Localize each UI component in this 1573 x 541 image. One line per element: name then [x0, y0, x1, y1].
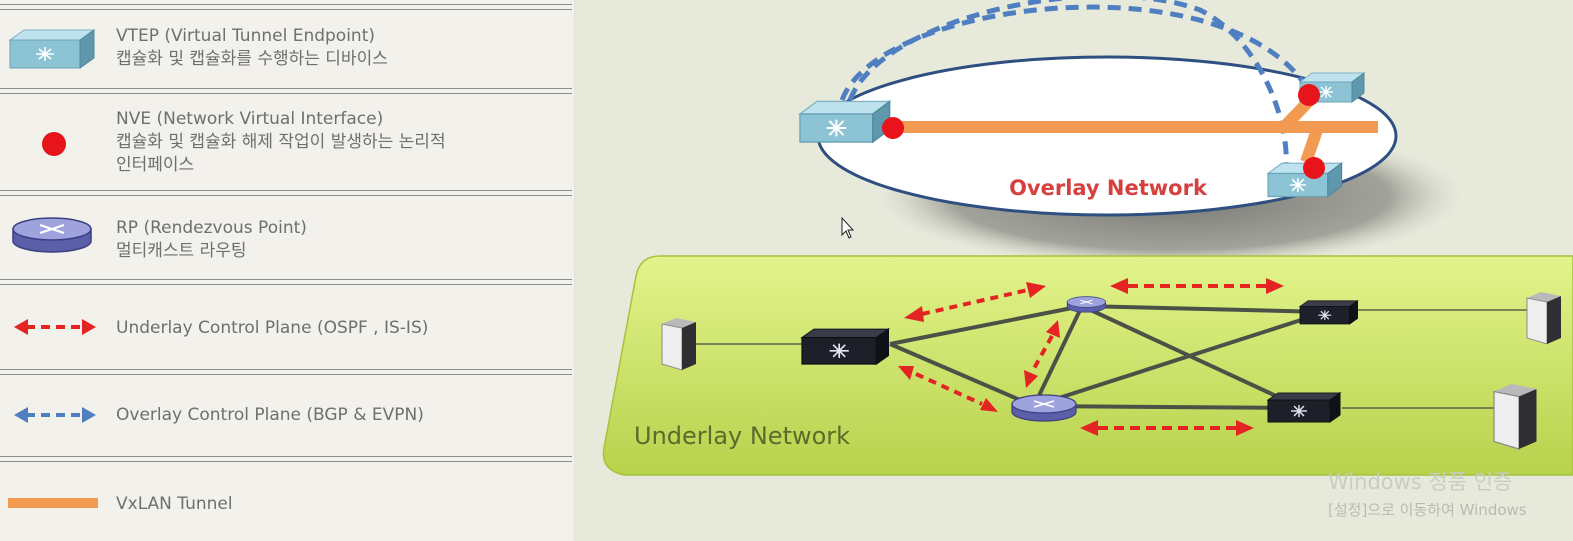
- windows-activation-hint: [설정]으로 이동하여 Windows: [1328, 501, 1527, 519]
- rp-description: 멀티캐스트 라우팅: [116, 241, 247, 261]
- rp-router-icon: [12, 217, 92, 253]
- server-icon: [661, 317, 697, 371]
- legend-divider: [0, 190, 572, 196]
- vtep-switch-icon: [8, 29, 96, 69]
- vtep-title: VTEP (Virtual Tunnel Endpoint): [116, 26, 376, 46]
- nve-dot-icon: [882, 117, 904, 139]
- host-links: [690, 309, 1532, 409]
- underlay-switch-icon: [1299, 300, 1359, 325]
- vxlan-tunnel-label: VxLAN Tunnel: [116, 494, 233, 514]
- nve-dot-icon: [42, 132, 66, 156]
- server-icon: [1493, 383, 1538, 450]
- server-icon: [1526, 291, 1562, 345]
- underlay-switch-icon: [1267, 392, 1341, 423]
- vtep-description: 캡슐화 및 캡슐화를 수행하는 디바이스: [116, 49, 388, 69]
- underlay-switch-icon: [801, 328, 890, 365]
- nve-dot-icon: [1298, 84, 1320, 106]
- underlay-control-arrows: [898, 278, 1284, 436]
- underlay-links: [889, 304, 1327, 410]
- legend-divider: [0, 369, 572, 375]
- vtep-switch-icon: [799, 100, 891, 143]
- legend-divider: [0, 456, 572, 462]
- overlay-control-arrow-icon: [14, 407, 96, 423]
- nve-title: NVE (Network Virtual Interface): [116, 109, 384, 129]
- rp-title: RP (Rendezvous Point): [116, 218, 307, 238]
- windows-activation-watermark: Windows 정품 인증: [1328, 470, 1513, 494]
- underlay-network-label: Underlay Network: [634, 422, 850, 450]
- overlay-control-label: Overlay Control Plane (BGP & EVPN): [116, 405, 424, 425]
- rp-router-icon: [1066, 296, 1107, 313]
- legend-divider: [0, 88, 572, 94]
- rp-router-icon: [1011, 394, 1077, 422]
- legend-panel: VTEP (Virtual Tunnel Endpoint) 캡슐화 및 캡슐화…: [0, 0, 575, 541]
- legend-divider: [0, 4, 572, 10]
- overlay-control-arcs: [839, 0, 1309, 171]
- underlay-control-label: Underlay Control Plane (OSPF , IS-IS): [116, 318, 429, 338]
- mouse-cursor-icon: [841, 216, 855, 239]
- overlay-network-label: Overlay Network: [1009, 176, 1208, 200]
- nve-dot-icon: [1303, 157, 1325, 179]
- vxlan-tunnel-line-icon: [8, 498, 98, 508]
- legend-divider: [0, 279, 572, 285]
- nve-description-cont: 인터페이스: [116, 155, 195, 175]
- underlay-control-arrow-icon: [14, 319, 96, 335]
- nve-description: 캡슐화 및 캡슐화 해제 작업이 발생하는 논리적: [116, 132, 446, 152]
